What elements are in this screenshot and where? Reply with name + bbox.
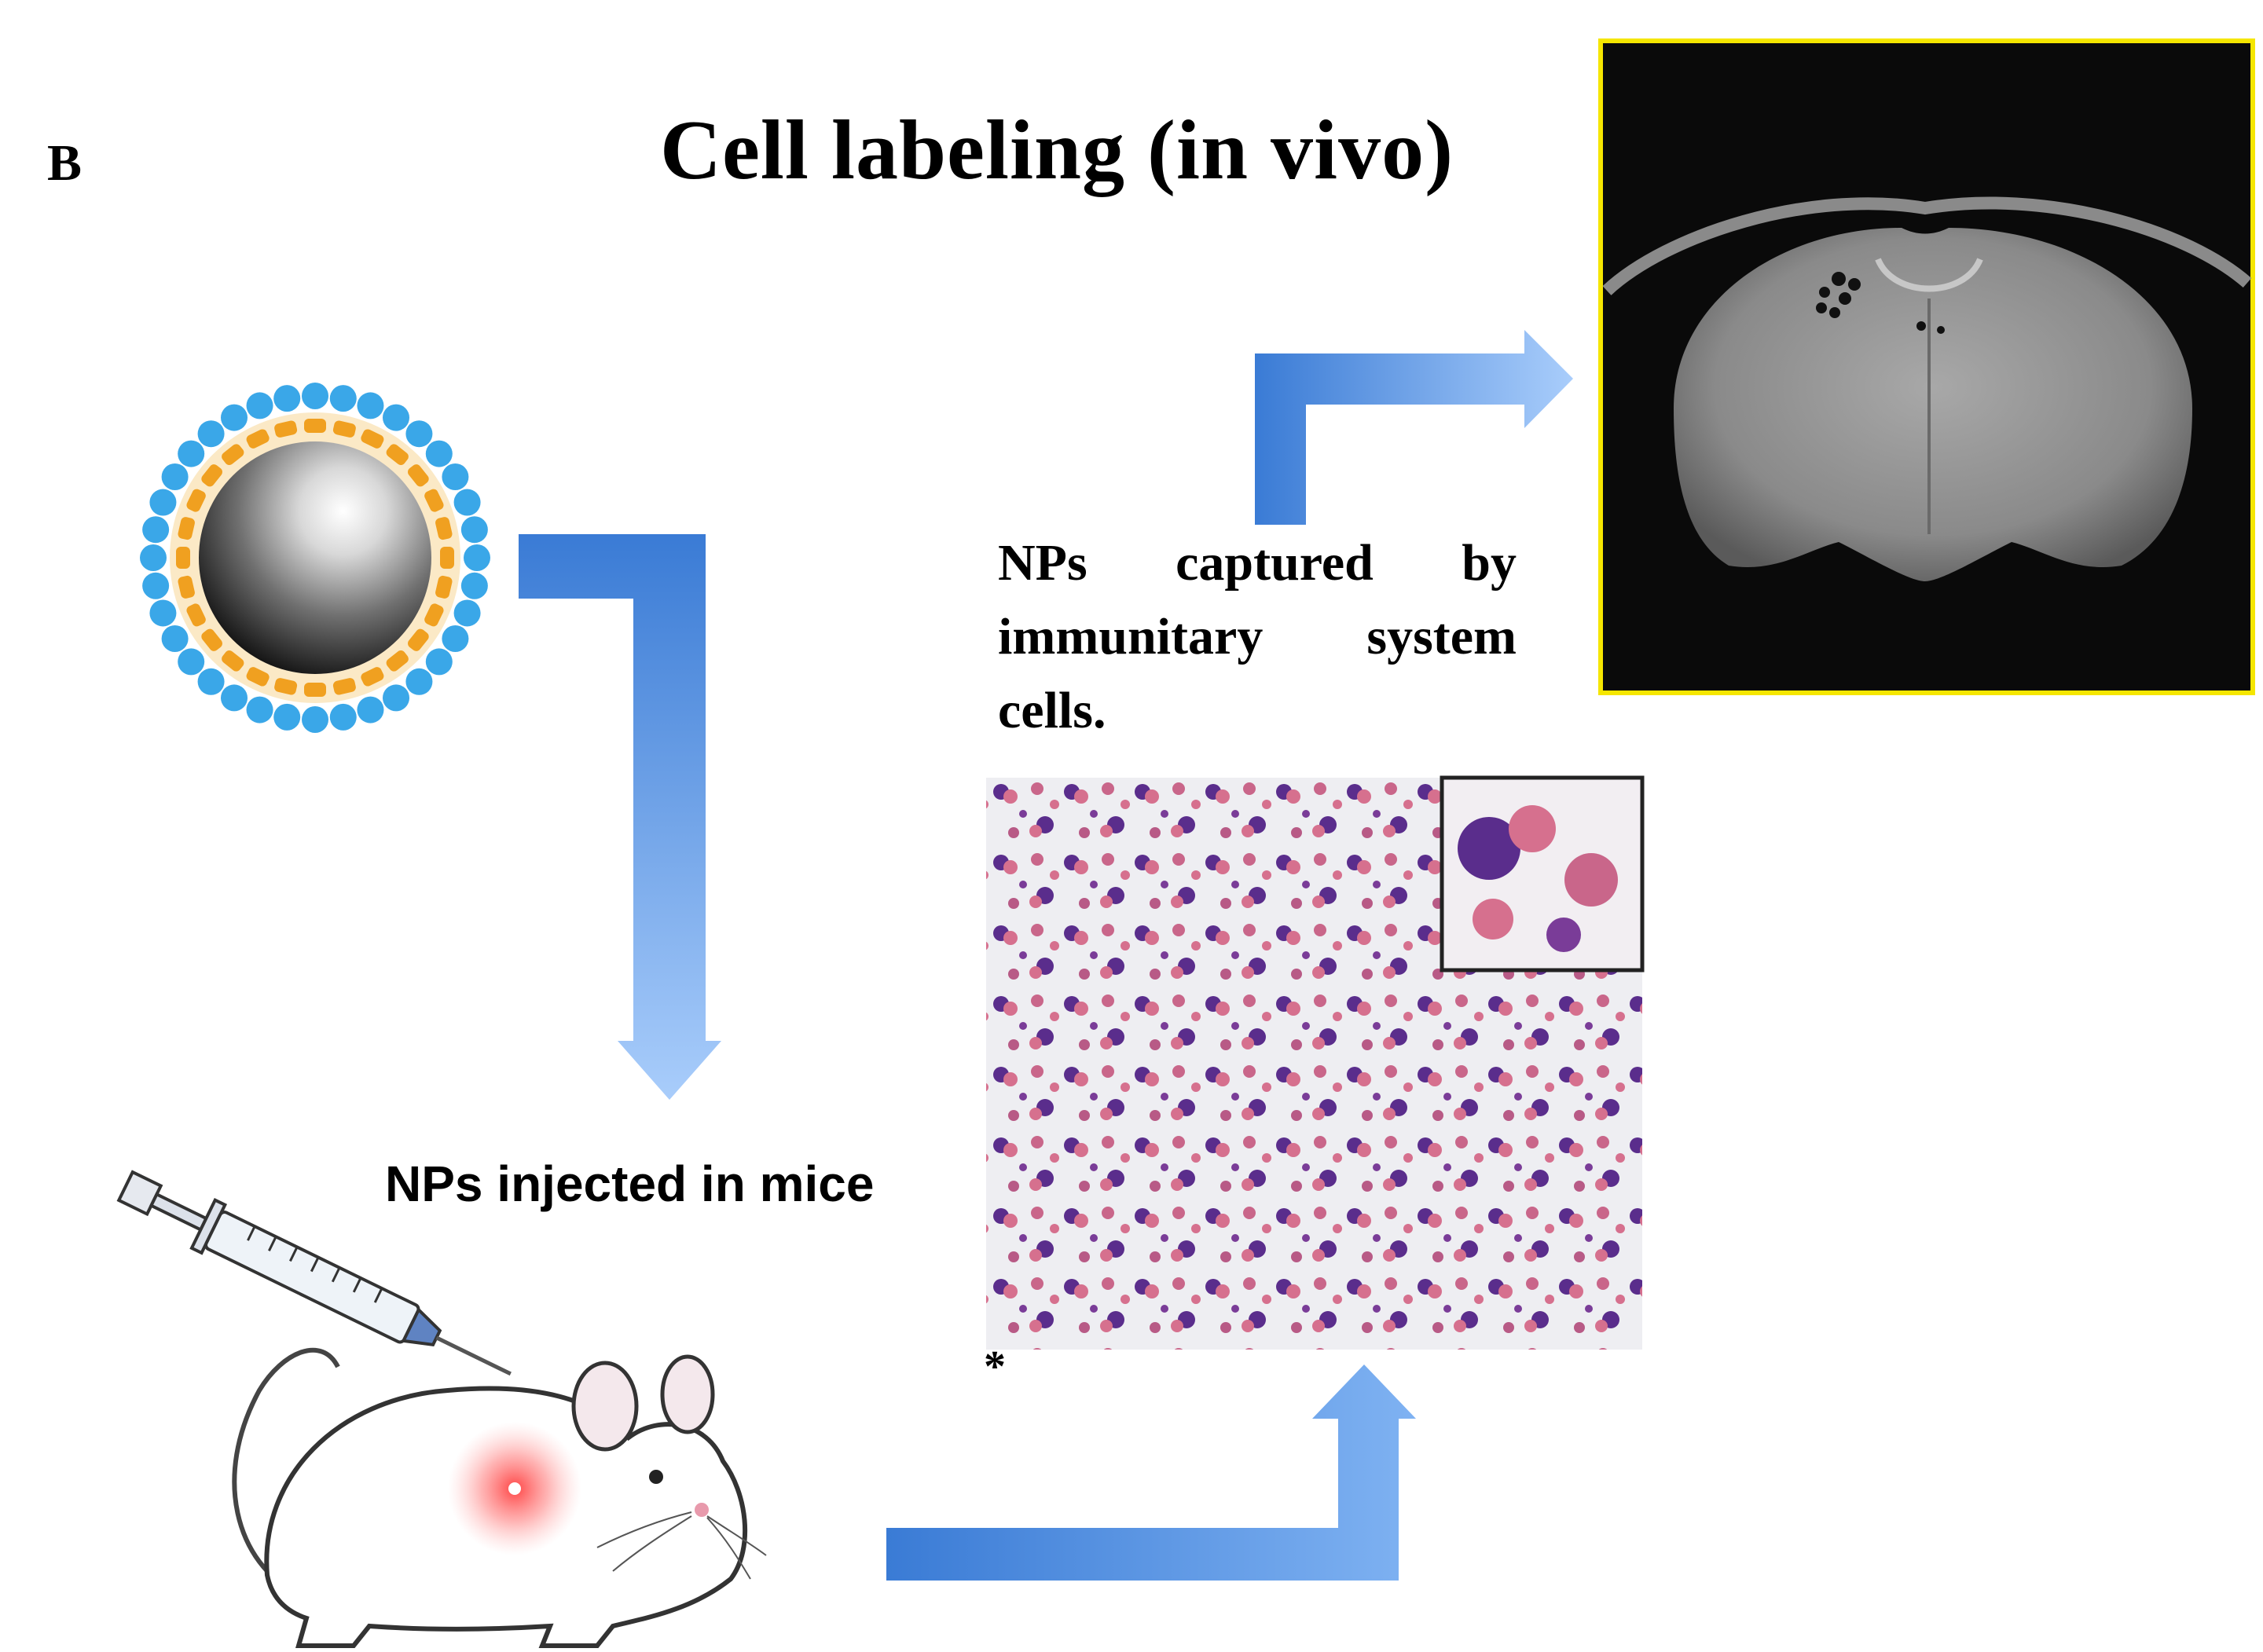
- lipid-tail-segment: [424, 489, 444, 512]
- arrow-to-histology: [886, 1364, 1416, 1581]
- lipid-tail-segment: [274, 420, 298, 438]
- lipid-tail-segment: [246, 429, 270, 449]
- lipid-head-bead: [453, 599, 481, 627]
- lipid-head-bead: [246, 696, 273, 723]
- lipid-tail-segment: [361, 667, 384, 687]
- captured-label: NPs captured by immunitary system cells.: [998, 534, 1517, 739]
- lipid-tail-segment: [186, 489, 206, 512]
- lipid-head-bead: [197, 420, 225, 448]
- lipid-head-bead: [302, 706, 328, 733]
- lipid-head-bead: [405, 420, 433, 448]
- histology-image: [986, 775, 1645, 1350]
- arrow-to-mri: [1255, 330, 1573, 525]
- lipid-head-bead: [140, 544, 167, 571]
- panel-letter: B: [47, 134, 83, 192]
- lipid-tail-segment: [201, 464, 222, 487]
- lipid-tail-segment: [435, 575, 453, 599]
- lipid-tail-segment: [178, 575, 195, 599]
- lipid-tail-segment: [332, 678, 356, 695]
- lipid-tail-segment: [178, 517, 195, 540]
- histology-asterisk: *: [984, 1342, 1006, 1391]
- lipid-tail-segment: [246, 667, 270, 687]
- lipid-tail-segment: [408, 464, 429, 487]
- lipid-head-bead: [142, 572, 170, 599]
- lipid-head-bead: [161, 625, 189, 652]
- lipid-head-bead: [357, 696, 384, 723]
- lipid-head-bead: [329, 385, 357, 412]
- lipid-tail-segment: [304, 683, 326, 697]
- arrow-to-mouse: [519, 534, 721, 1100]
- lipid-head-bead: [357, 392, 384, 419]
- lipid-head-bead: [383, 404, 409, 431]
- lipid-head-bead: [453, 489, 481, 516]
- lipid-head-bead: [425, 440, 453, 467]
- lipid-tail-segment: [176, 547, 190, 569]
- lipid-head-bead: [302, 383, 328, 409]
- lipid-head-bead: [221, 404, 248, 431]
- lipid-tail-segment: [304, 419, 326, 433]
- lipid-head-bead: [273, 703, 301, 731]
- lipid-head-bead: [178, 440, 205, 467]
- lipid-tail-segment: [332, 420, 356, 438]
- lipid-head-bead: [464, 544, 490, 571]
- injected-label: NPs injected in mice: [385, 1156, 875, 1212]
- lipid-tail-segment: [440, 547, 454, 569]
- lipid-tail-segment: [424, 603, 444, 627]
- lipid-tail-segment: [386, 650, 409, 672]
- lipid-tail-segment: [201, 628, 222, 651]
- lipid-head-bead: [383, 684, 409, 712]
- lipid-head-bead: [178, 648, 205, 676]
- lipid-head-bead: [425, 648, 453, 676]
- lipid-head-bead: [460, 572, 488, 599]
- lipid-head-bead: [149, 489, 177, 516]
- lipid-tail-segment: [274, 678, 298, 695]
- lipid-head-bead: [197, 668, 225, 695]
- lipid-head-bead: [442, 625, 469, 652]
- lipid-tail-segment: [222, 650, 244, 672]
- lipid-head-bead: [142, 516, 170, 544]
- mouse-icon: [232, 1347, 767, 1648]
- lipid-head-bead: [246, 392, 273, 419]
- lipid-head-bead: [149, 599, 177, 627]
- lipid-head-bead: [161, 463, 189, 490]
- lipid-tail-segment: [186, 603, 206, 627]
- mri-brain-image: [1598, 38, 2255, 695]
- nanoparticle-icon: [140, 383, 490, 733]
- lipid-head-bead: [442, 463, 469, 490]
- lipid-head-bead: [329, 703, 357, 731]
- lipid-head-bead: [273, 385, 301, 412]
- lipid-tail-segment: [222, 444, 244, 465]
- lipid-head-bead: [221, 684, 248, 712]
- lipid-tail-segment: [408, 628, 429, 651]
- lipid-tail-segment: [435, 517, 453, 540]
- lipid-head-bead: [405, 668, 433, 695]
- figure-title: Cell labeling (in vivo): [660, 104, 1454, 197]
- syringe-icon: [116, 1170, 512, 1376]
- lipid-head-bead: [460, 516, 488, 544]
- lipid-tail-segment: [361, 429, 384, 449]
- lipid-tail-segment: [386, 444, 409, 465]
